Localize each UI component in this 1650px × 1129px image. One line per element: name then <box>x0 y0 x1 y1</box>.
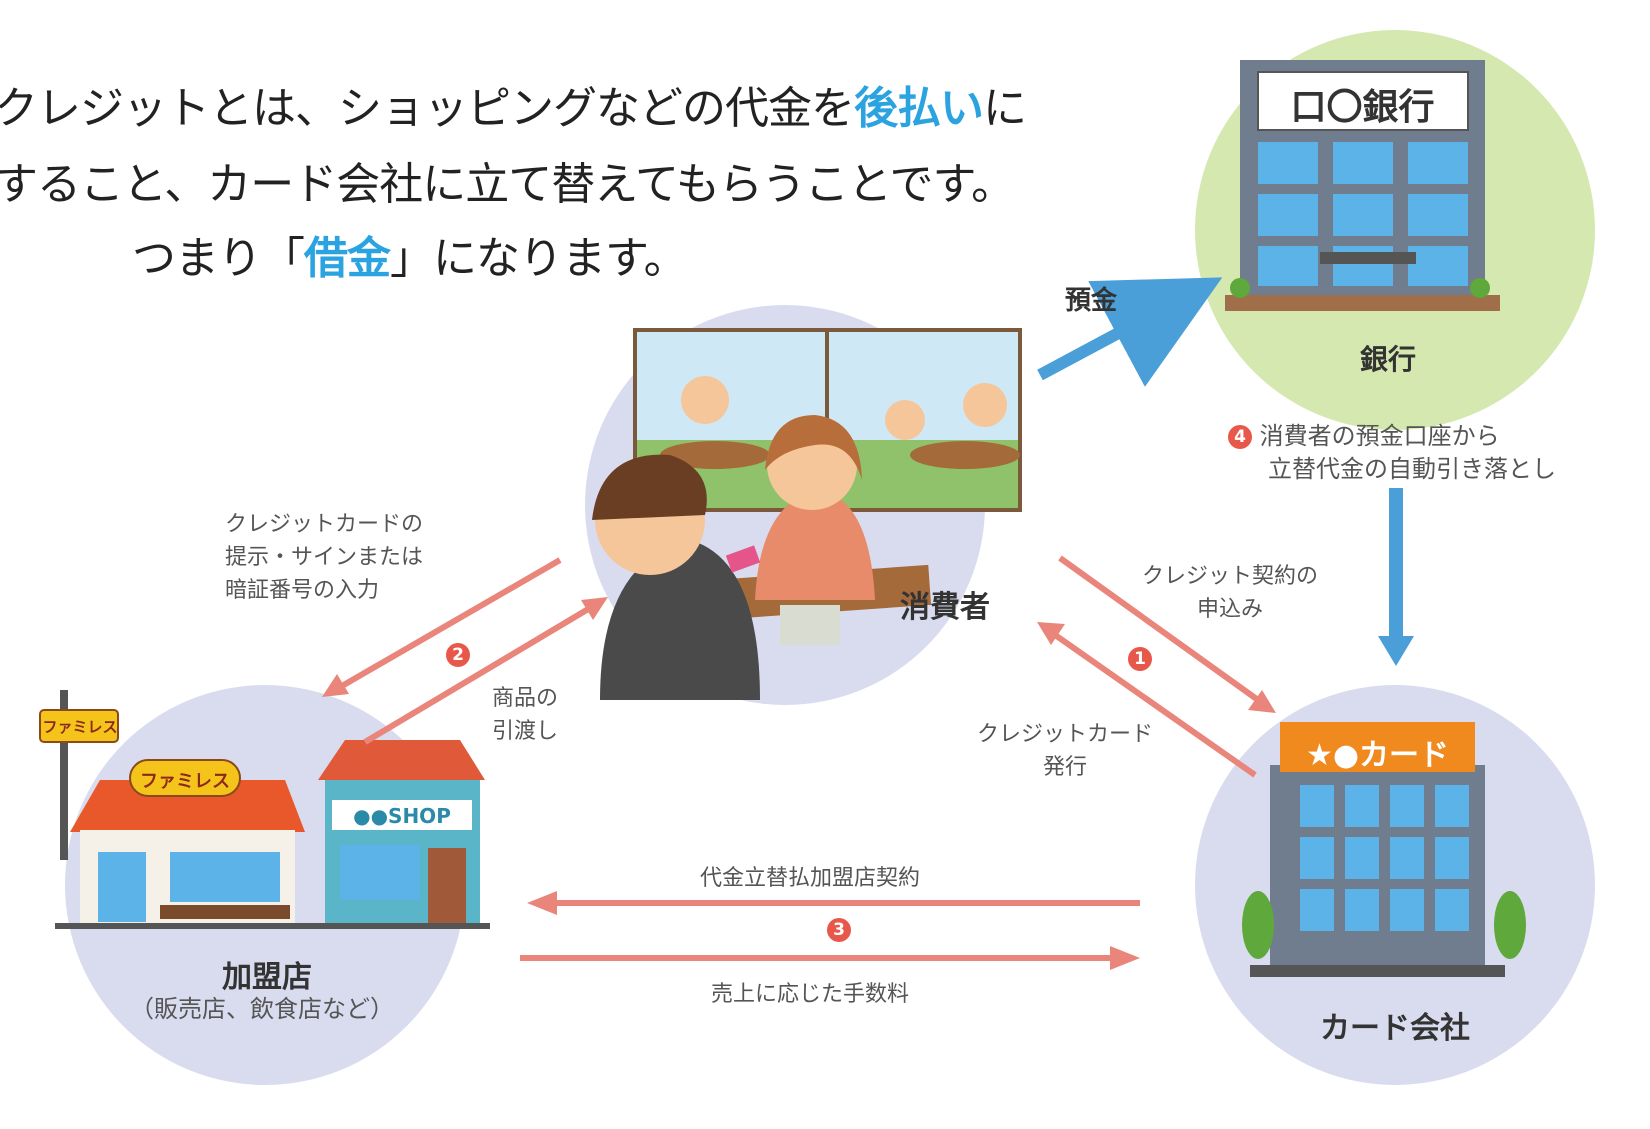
withdrawal-arrow <box>1378 488 1414 666</box>
present-card-label: クレジットカードの提示・サインまたは暗証番号の入力 <box>225 512 424 603</box>
step4-label: 4 消費者の預金口座から 立替代金の自動引き落とし <box>1228 420 1556 486</box>
emphasis-debt: 借金 <box>304 233 391 284</box>
card-issue-arrow <box>1037 622 1257 778</box>
bank-building-icon <box>1225 60 1500 311</box>
merchant-contract-label: 代金立替払加盟店契約 <box>699 866 920 891</box>
intro-line-2: すること、カード会社に立て替えてもらうことです。 <box>0 159 1015 210</box>
deposit-arrow <box>1037 277 1223 387</box>
deposit-label: 預金 <box>1065 286 1118 316</box>
intro-line-3: つまり「借金」になります。 <box>132 233 688 284</box>
fee-label: 売上に応じた手数料 <box>710 982 909 1007</box>
present-card-arrow <box>322 557 562 697</box>
merchant-pole-sign-text: ファミレス <box>42 718 118 736</box>
card-company-sign-text: ★●カード <box>1305 738 1450 773</box>
step1-badge: 1 <box>1128 647 1152 671</box>
goods-delivery-label: 商品の引渡し <box>491 686 558 744</box>
application-arrow <box>1058 555 1276 713</box>
fee-arrow <box>520 946 1140 970</box>
merchant-contract-arrow <box>527 891 1140 915</box>
intro-line-1: クレジットとは、ショッピングなどの代金を後払いに <box>0 83 1027 134</box>
merchant-sublabel: （販売店、飲食店など） <box>130 995 394 1023</box>
card-issue-label: クレジットカード発行 <box>976 722 1153 780</box>
step4-badge: 4 <box>1228 425 1252 449</box>
step2-badge: 2 <box>446 643 470 667</box>
emphasis-deferred-payment: 後払い <box>854 83 984 134</box>
merchant-label: 加盟店 <box>222 960 312 995</box>
merchant-buildings-icon <box>39 690 490 929</box>
card-company-building-icon <box>1242 722 1526 977</box>
card-company-label: カード会社 <box>1320 1011 1470 1046</box>
shop-sign-text: ●●SHOP <box>353 804 451 828</box>
consumer-scene-illustration <box>592 328 1022 700</box>
merchant-roof-sign-text: ファミレス <box>140 771 230 792</box>
step3-badge: 3 <box>827 918 851 942</box>
apply-label: クレジット契約の申込み <box>1141 564 1318 622</box>
bank-sign-text: 口〇銀行 <box>1290 87 1435 128</box>
consumer-label: 消費者 <box>900 590 990 625</box>
bank-label: 銀行 <box>1360 343 1417 376</box>
goods-delivery-arrow <box>363 597 608 745</box>
